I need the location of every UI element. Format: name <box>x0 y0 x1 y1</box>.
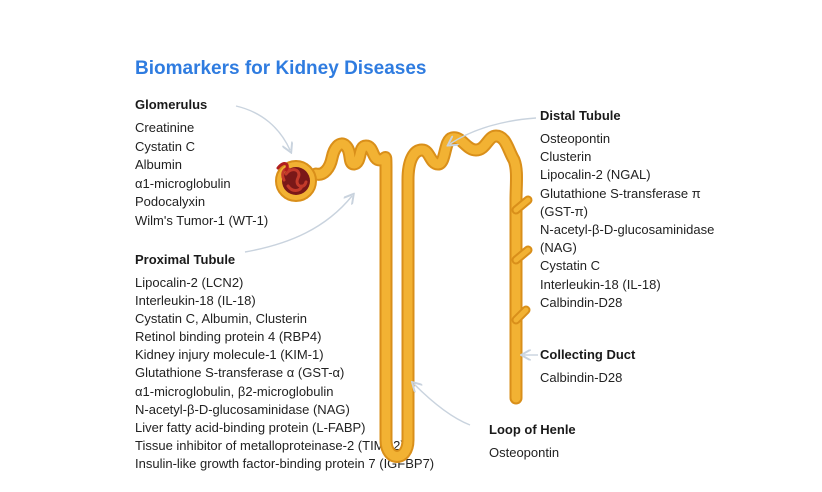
loop-of-henle-heading: Loop of Henle <box>489 422 576 437</box>
nephron-tubule <box>309 129 523 463</box>
biomarker-item: α1-microglobulin <box>135 175 231 191</box>
pointer-arrows <box>235 105 538 426</box>
arrow-to-distal-tubule <box>450 117 537 144</box>
biomarker-item: Insulin-like growth factor-binding prote… <box>135 455 435 471</box>
biomarker-item: Cystatin C <box>540 258 600 274</box>
biomarker-item: Wilm's Tumor-1 (WT-1) <box>135 212 269 228</box>
distal-tubule-heading: Distal Tubule <box>540 108 621 123</box>
glomerulus-section: Glomerulus Creatinine Cystatin C Albumin… <box>135 96 268 231</box>
glomerulus-biomarker-list: Creatinine Cystatin C Albumin α1-microgl… <box>135 119 268 231</box>
biomarker-item: Kidney injury molecule-1 (KIM-1) <box>135 347 324 363</box>
biomarker-item: Albumin <box>135 157 182 173</box>
proximal-tubule-biomarker-list: Lipocalin-2 (LCN2) Interleukin-18 (IL-18… <box>135 274 434 473</box>
collecting-duct-branches <box>511 195 533 325</box>
biomarker-item: Osteopontin <box>540 131 611 146</box>
biomarker-item: Cystatin C <box>135 138 195 154</box>
diagram-title: Biomarkers for Kidney Diseases <box>135 58 427 79</box>
biomarker-item: N-acetyl-β-D-glucosaminidase <box>540 221 715 237</box>
glomerulus-heading: Glomerulus <box>135 97 208 112</box>
biomarker-item: Interleukin-18 (IL-18) <box>540 276 661 292</box>
proximal-tubule-heading: Proximal Tubule <box>135 252 236 267</box>
biomarker-item: Glutathione S-transferase π <box>540 185 701 201</box>
biomarker-item: Liver fatty acid-binding protein (L-FABP… <box>135 419 366 435</box>
arrow-to-glomerulus <box>235 105 290 150</box>
arrow-to-loop-of-henle <box>414 384 471 426</box>
biomarker-item: Cystatin C, Albumin, Clusterin <box>135 311 307 327</box>
biomarker-item: Interleukin-18 (IL-18) <box>135 293 256 309</box>
biomarker-item: (NAG) <box>540 240 577 256</box>
biomarker-item: (GST-π) <box>540 203 588 219</box>
biomarker-item: Lipocalin-2 (NGAL) <box>540 167 651 183</box>
biomarker-item: Podocalyxin <box>135 194 206 210</box>
biomarker-item: Creatinine <box>135 120 195 135</box>
biomarker-item: Tissue inhibitor of metalloproteinase-2 … <box>135 437 405 453</box>
biomarker-item: Osteopontin <box>489 445 560 460</box>
distal-tubule-section: Distal Tubule Osteopontin Clusterin Lipo… <box>540 107 714 312</box>
arrow-to-proximal-tubule <box>244 196 352 253</box>
collecting-duct-heading: Collecting Duct <box>540 347 636 362</box>
glomerulus-illustration <box>275 160 317 202</box>
biomarker-item: Lipocalin-2 (LCN2) <box>135 275 244 290</box>
biomarker-item: Clusterin <box>540 149 592 165</box>
biomarker-item: Glutathione S-transferase α (GST-α) <box>135 365 345 381</box>
biomarker-item: Calbindin-D28 <box>540 294 623 310</box>
biomarker-item: N-acetyl-β-D-glucosaminidase (NAG) <box>135 401 350 417</box>
proximal-tubule-section: Proximal Tubule Lipocalin-2 (LCN2) Inter… <box>135 251 434 473</box>
biomarker-item: Retinol binding protein 4 (RBP4) <box>135 329 322 345</box>
distal-tubule-biomarker-list: Osteopontin Clusterin Lipocalin-2 (NGAL)… <box>540 130 714 312</box>
collecting-duct-section: Collecting Duct Calbindin-D28 <box>540 346 635 388</box>
biomarker-item: Calbindin-D28 <box>540 370 623 385</box>
collecting-duct-biomarker-list: Calbindin-D28 <box>540 369 635 388</box>
loop-of-henle-section: Loop of Henle Osteopontin <box>489 421 576 463</box>
biomarker-item: α1-microglobulin, β2-microglobulin <box>135 383 334 399</box>
loop-of-henle-biomarker-list: Osteopontin <box>489 444 576 463</box>
